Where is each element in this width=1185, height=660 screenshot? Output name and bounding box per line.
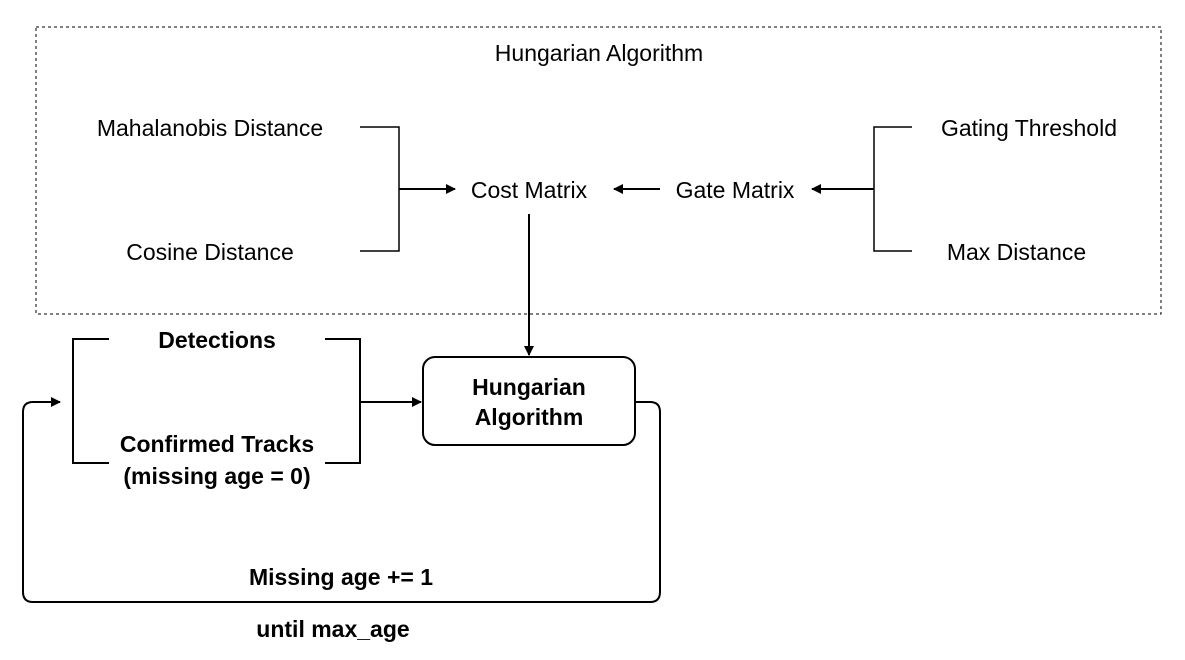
max-distance-label: Max Distance: [946, 239, 1087, 265]
missing-age-zero-label: (missing age = 0): [123, 463, 311, 489]
until-max-age-label: until max_age: [256, 616, 410, 642]
missing-age-increment-label: Missing age += 1: [248, 564, 434, 590]
gate-matrix-label: Gate Matrix: [675, 177, 795, 203]
missing-age-loop: [22, 397, 661, 603]
hungarian-box: [422, 356, 636, 446]
cosine-distance-label: Cosine Distance: [126, 239, 294, 265]
detections-label: Detections: [158, 327, 276, 353]
confirmed-tracks-label: Confirmed Tracks: [119, 431, 315, 457]
hungarian-box-label-line1: Hungarian: [472, 374, 586, 400]
hungarian-group-border: [35, 26, 1162, 315]
hungarian-box-label-line2: Algorithm: [474, 404, 584, 430]
input-bracket: [72, 338, 109, 464]
distance-bracket: [360, 126, 400, 252]
group-title: Hungarian Algorithm: [494, 40, 704, 66]
gating-bracket: [873, 126, 912, 252]
cost-matrix-label: Cost Matrix: [470, 177, 588, 203]
gating-threshold-label: Gating Threshold: [940, 115, 1117, 141]
mahalanobis-distance-label: Mahalanobis Distance: [96, 115, 324, 141]
